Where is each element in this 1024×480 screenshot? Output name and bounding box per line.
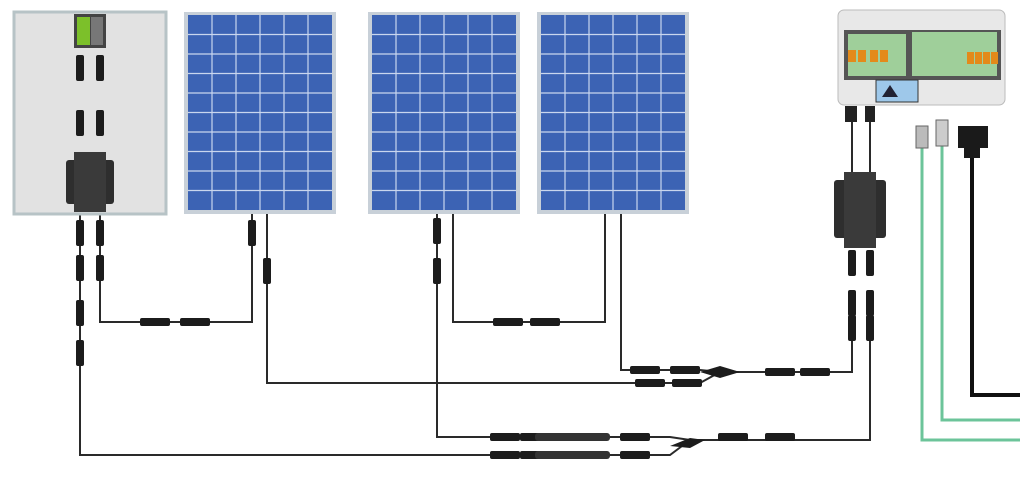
branch-connector	[700, 366, 740, 378]
mc4-connector	[140, 318, 170, 326]
mc4-connector	[848, 290, 856, 316]
power-optimizer-housing	[74, 152, 106, 212]
branch-connector	[670, 438, 705, 448]
mc4-connector	[263, 258, 271, 284]
mc4-connector	[433, 258, 441, 284]
mc4-connector	[765, 368, 795, 376]
inline-fuse	[535, 433, 610, 441]
mc4-connector	[635, 379, 665, 387]
mc4-connector	[96, 110, 104, 136]
pv-module	[184, 12, 336, 214]
terminal-block	[975, 52, 982, 64]
mc4-connector	[76, 300, 84, 326]
mc4-connector	[672, 379, 702, 387]
terminal-block	[880, 50, 888, 62]
mc4-connector	[866, 290, 874, 316]
dc-input-port	[845, 106, 857, 122]
mc4-connector	[866, 250, 874, 276]
mc4-connector	[96, 255, 104, 281]
mc4-connector	[848, 315, 856, 341]
pv-module	[368, 12, 520, 214]
mc4-connector	[630, 366, 660, 374]
mc4-connector	[530, 318, 560, 326]
dc-cable	[436, 213, 871, 441]
mc4-connector	[490, 451, 520, 459]
pv-modules	[12, 10, 689, 216]
mc4-connector	[670, 366, 700, 374]
mc4-connector	[96, 220, 104, 246]
junction-box-negative	[91, 17, 103, 45]
terminal-block	[858, 50, 866, 62]
dc-input-port	[865, 106, 875, 122]
mc4-connector	[248, 220, 256, 246]
mc4-connector	[765, 433, 795, 441]
terminal-block	[870, 50, 878, 62]
inverter	[837, 9, 1006, 122]
mc4-connector	[76, 340, 84, 366]
mc4-connector	[76, 55, 84, 81]
ac-plug	[958, 126, 988, 148]
mc4-connector	[76, 255, 84, 281]
dc-cable	[266, 213, 853, 384]
mc4-connector	[433, 218, 441, 244]
junction-box-positive	[77, 17, 90, 45]
inverter-pcb	[912, 32, 997, 76]
communication-cable	[920, 140, 1020, 442]
terminal-block	[991, 52, 998, 64]
ac-plug-strain-relief	[964, 146, 980, 158]
mc4-connector	[76, 110, 84, 136]
dc-cable	[620, 213, 721, 373]
power-optimizer-housing	[844, 172, 876, 248]
communication-cable	[940, 140, 1020, 422]
mc4-connector	[848, 250, 856, 276]
mc4-connector	[96, 55, 104, 81]
mc4-connector	[490, 433, 520, 441]
mc4-connector	[800, 368, 830, 376]
mc4-connector	[76, 220, 84, 246]
mc4-connector	[620, 433, 650, 441]
dc-cable	[452, 213, 606, 323]
rj45-plug	[915, 125, 929, 149]
mc4-connector	[866, 315, 874, 341]
inline-fuse	[535, 451, 610, 459]
terminal-block	[967, 52, 974, 64]
pv-module	[537, 12, 689, 214]
warning-icon	[882, 85, 898, 97]
ac-cable	[970, 150, 1020, 397]
rj45-plug	[935, 119, 949, 147]
mc4-connector	[620, 451, 650, 459]
connectors-and-devices	[66, 9, 1006, 459]
mc4-connector	[718, 433, 748, 441]
terminal-block	[983, 52, 990, 64]
terminal-block	[848, 50, 856, 62]
inverter-display	[875, 79, 919, 103]
mc4-connector	[180, 318, 210, 326]
mc4-connector	[493, 318, 523, 326]
